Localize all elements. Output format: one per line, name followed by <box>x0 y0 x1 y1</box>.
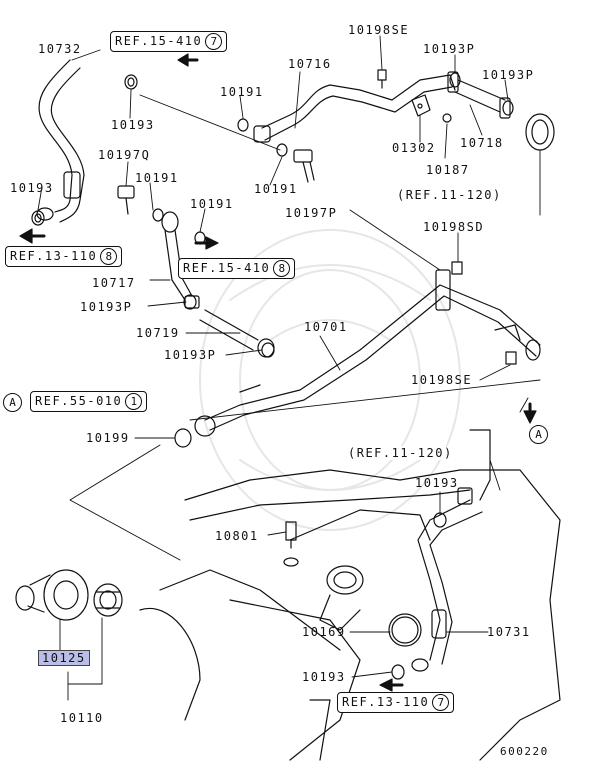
label-10701: 10701 <box>304 320 348 334</box>
clamp-10193p-b <box>502 100 514 116</box>
sensor-10801 <box>283 521 299 567</box>
bolt-10198se-mid <box>505 351 517 365</box>
bolt-10198sd <box>451 261 463 275</box>
bolt-10198se-top <box>377 69 387 89</box>
clamp-10193p-d <box>261 342 275 358</box>
label-10191-c: 10191 <box>135 171 179 185</box>
plug-10187 <box>442 113 452 123</box>
hose-10731 <box>411 487 483 672</box>
ref-circle-num: 7 <box>205 33 223 50</box>
label-10198se-mid: 10198SE <box>411 373 473 387</box>
marker-a-right: A <box>529 425 548 444</box>
label-10187: 10187 <box>426 163 470 177</box>
ref-circle-num: 7 <box>432 694 450 711</box>
label-10717: 10717 <box>92 276 136 290</box>
label-10718: 10718 <box>460 136 504 150</box>
clamp-10193-a <box>124 74 138 90</box>
label-10191-d: 10191 <box>190 197 234 211</box>
clamp-10193-b <box>31 210 45 226</box>
engine-block <box>139 429 561 761</box>
label-10193-a: 10193 <box>111 118 155 132</box>
clamp-10193p-a <box>449 72 461 88</box>
arrows <box>19 53 537 692</box>
label-10193-d: 10193 <box>302 670 346 684</box>
label-10193-b: 10193 <box>10 181 54 195</box>
gasket-10191-a <box>237 118 249 132</box>
marker-a-left: A <box>3 393 22 412</box>
ref-text: REF.13-110 <box>10 249 98 263</box>
diagram-code: 600220 <box>500 745 549 758</box>
bracket-01302 <box>411 94 431 117</box>
ref-circle-num: 8 <box>273 260 291 277</box>
label-10197p: 10197P <box>285 206 338 220</box>
label-01302: 01302 <box>392 141 436 155</box>
label-10191-a: 10191 <box>220 85 264 99</box>
gasket-10191-b <box>276 143 288 157</box>
clamp-10169 <box>388 613 422 647</box>
label-10199: 10199 <box>86 431 130 445</box>
label-10193-c: 10193 <box>415 476 459 490</box>
watermark-emblem <box>199 229 461 531</box>
gasket-10125 <box>15 569 89 621</box>
ref-text: REF.15-410 <box>115 34 203 48</box>
oring-10199 <box>174 415 216 448</box>
clamp-10193-d <box>391 664 405 680</box>
leader-lines <box>37 35 541 701</box>
eyebolt-10197q <box>117 185 135 215</box>
label-10719: 10719 <box>136 326 180 340</box>
label-10125[interactable]: 10125 <box>38 650 90 666</box>
label-10191-b: 10191 <box>254 182 298 196</box>
label-10197q: 10197Q <box>98 148 151 162</box>
label-10193p-b: 10193P <box>482 68 535 82</box>
ref-11-120-mid[interactable]: (REF.11-120) <box>348 446 453 460</box>
label-10198se-top: 10198SE <box>348 23 410 37</box>
ref-circle-num: 8 <box>100 248 118 265</box>
gasket-10191-c <box>152 208 164 222</box>
eyebolt-10197p <box>293 149 315 183</box>
ref-text: REF.13-110 <box>342 695 430 709</box>
label-10110: 10110 <box>60 711 104 725</box>
label-10198sd: 10198SD <box>423 220 485 234</box>
pipe-10717 <box>161 211 193 301</box>
label-10193p-c: 10193P <box>80 300 133 314</box>
thermostat-10110 <box>93 583 123 617</box>
label-10801: 10801 <box>215 529 259 543</box>
label-10732: 10732 <box>38 42 82 56</box>
ref-text: REF.15-410 <box>183 261 271 275</box>
ref-11-120-top[interactable]: (REF.11-120) <box>397 188 502 202</box>
label-10193p-d: 10193P <box>164 348 217 362</box>
label-10193p-a: 10193P <box>423 42 476 56</box>
pipe-10701 <box>204 269 541 431</box>
hose-10732 <box>36 59 85 223</box>
label-10169: 10169 <box>302 625 346 639</box>
label-10716: 10716 <box>288 57 332 71</box>
ref-circle-num: 1 <box>125 393 143 410</box>
ref-text: REF.55-010 <box>35 394 123 408</box>
label-10731: 10731 <box>487 625 531 639</box>
pipe-10716 <box>253 74 456 143</box>
